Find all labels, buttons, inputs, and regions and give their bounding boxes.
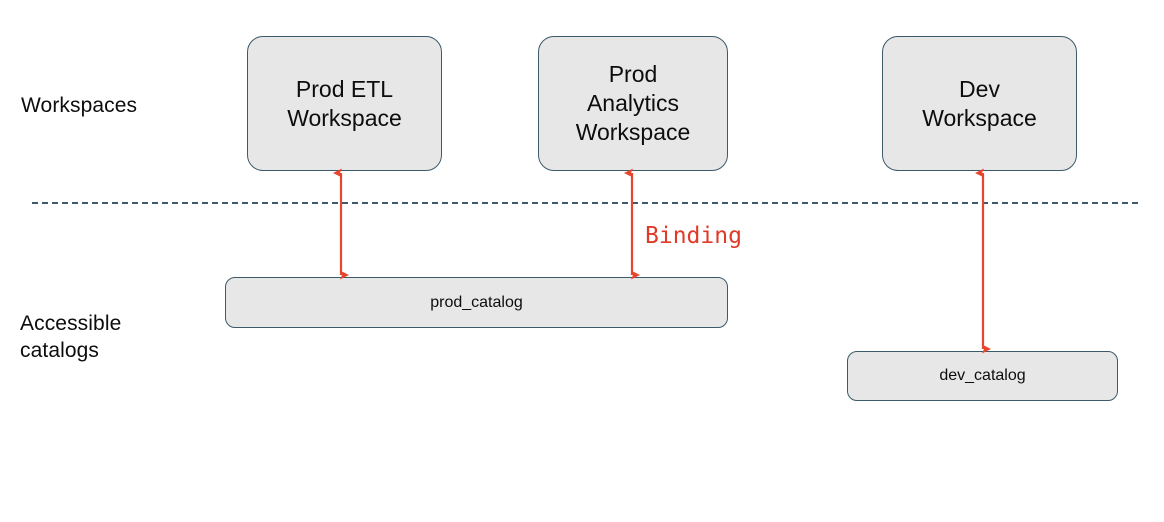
workspace-node-prod-etl-label: Prod ETL Workspace [287, 75, 402, 131]
workspace-node-prod-analytics-label: Prod Analytics Workspace [575, 61, 691, 145]
workspace-node-prod-etl[interactable]: Prod ETL Workspace [247, 36, 442, 171]
workspace-node-dev-label: Dev Workspace [922, 75, 1037, 131]
catalog-node-dev-catalog[interactable]: dev_catalog [847, 351, 1118, 401]
workspace-node-dev[interactable]: Dev Workspace [882, 36, 1077, 171]
tier-divider-line [32, 202, 1138, 204]
workspace-node-prod-analytics[interactable]: Prod Analytics Workspace [538, 36, 728, 171]
catalog-node-prod-catalog-label: prod_catalog [430, 293, 523, 311]
row-label-accessible-catalogs: Accessible catalogs [20, 312, 122, 362]
catalog-node-prod-catalog[interactable]: prod_catalog [225, 277, 728, 328]
binding-annotation-label: Binding [645, 223, 742, 249]
catalog-node-dev-catalog-label: dev_catalog [939, 367, 1026, 384]
row-label-workspaces: Workspaces [21, 94, 138, 117]
